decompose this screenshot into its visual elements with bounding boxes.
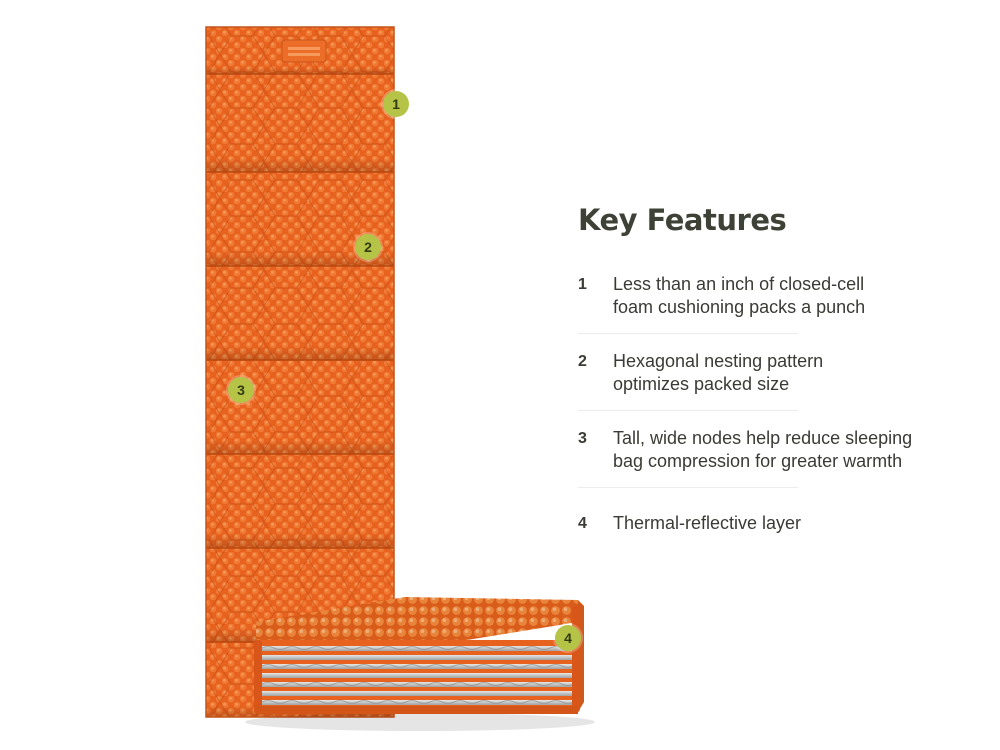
features-title: Key Features — [578, 203, 787, 237]
feature-text-line: Thermal-reflective layer — [613, 513, 802, 533]
callout-marker-1: 1 — [383, 91, 409, 117]
feature-number: 2 — [578, 353, 587, 370]
feature-item-1: 1 Less than an inch of closed-cell foam … — [578, 273, 865, 334]
folded-pad — [245, 597, 595, 731]
feature-item-3: 3 Tall, wide nodes help reduce sleeping … — [578, 411, 912, 488]
feature-item-2: 2 Hexagonal nesting pattern optimizes pa… — [578, 334, 823, 411]
feature-number: 1 — [578, 276, 587, 293]
feature-text: Less than an inch of closed-cell foam cu… — [613, 273, 865, 319]
feature-text-line: Hexagonal nesting pattern — [613, 351, 824, 371]
feature-list: 1 Less than an inch of closed-cell foam … — [578, 273, 958, 535]
unfolded-pad — [205, 26, 395, 718]
feature-text: Tall, wide nodes help reduce sleeping ba… — [613, 427, 912, 473]
feature-text-line: bag compression for greater warmth — [613, 451, 903, 471]
feature-text: Hexagonal nesting pattern optimizes pack… — [613, 350, 823, 396]
feature-item-4: 4 Thermal-reflective layer — [578, 488, 801, 535]
feature-text: Thermal-reflective layer — [613, 512, 801, 535]
callout-marker-3: 3 — [228, 377, 254, 403]
key-features-panel: Key Features 1 Less than an inch of clos… — [578, 203, 958, 535]
feature-text-line: optimizes packed size — [613, 374, 790, 394]
callout-marker-4: 4 — [555, 625, 581, 651]
feature-number: 4 — [578, 515, 587, 532]
feature-text-line: Tall, wide nodes help reduce sleeping — [613, 428, 913, 448]
feature-number: 3 — [578, 430, 587, 447]
callout-marker-2: 2 — [355, 234, 381, 260]
feature-text-line: foam cushioning packs a punch — [613, 297, 866, 317]
feature-text-line: Less than an inch of closed-cell — [613, 274, 865, 294]
